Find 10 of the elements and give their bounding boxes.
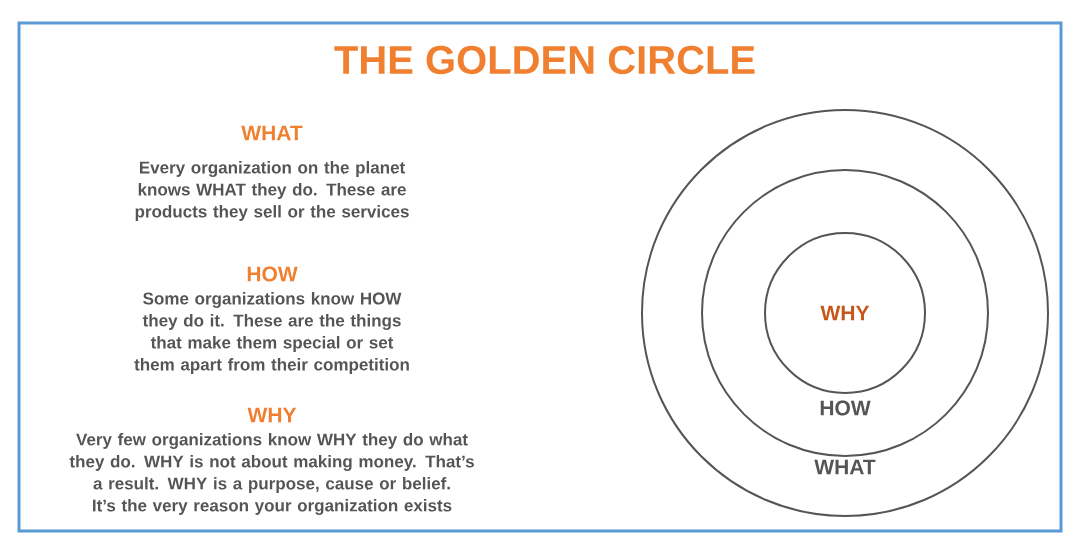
heading: WHAT (241, 125, 303, 141)
circle-label: WHAT (814, 459, 876, 475)
circle-label: HOW (820, 400, 871, 416)
circle-label: WHY (820, 305, 870, 321)
title: THE GOLDEN CIRCLE (334, 45, 755, 75)
description: Some organizations know HOW they do it. These are the things that make them special or set them apart from their competition (134, 292, 409, 374)
heading: WHY (247, 407, 297, 423)
heading: HOW (247, 266, 298, 282)
description: Very few organizations know WHY they do what they do. WHY is not about making money. That’s a result. WHY is a purpose, cause or belief. It’s the very reason your organization exists (69, 433, 474, 515)
description: Every organization on the planet knows WHAT they do. These are products they sell or the services (135, 161, 409, 221)
